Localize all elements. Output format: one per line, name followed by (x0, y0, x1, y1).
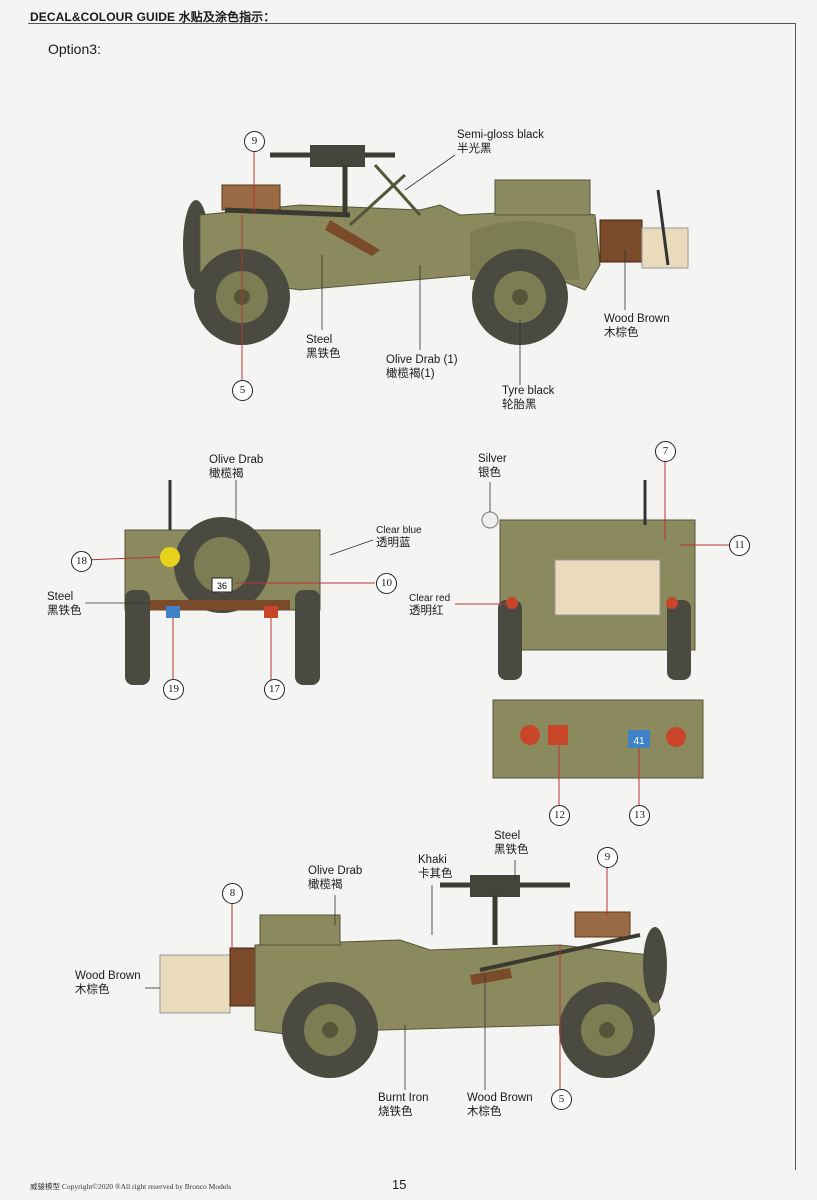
label-olive-drab-bottom: Olive Drab 橄榄褐 (308, 864, 362, 892)
label-wood-brown-bottom-left: Wood Brown 木棕色 (75, 969, 141, 997)
callout-number-5-bottom: 5 (551, 1089, 572, 1110)
callout-number-9: 9 (244, 131, 265, 152)
label-cn: 橄榄褐 (308, 879, 343, 891)
label-en: Burnt Iron (378, 1092, 429, 1104)
callout-number-5: 5 (232, 380, 253, 401)
marking-41-text: 41 (633, 736, 645, 747)
callout-number-13: 13 (629, 805, 650, 826)
label-en: Steel (494, 830, 521, 842)
label-cn: 橄榄褐 (209, 468, 244, 480)
callout-number-19: 19 (163, 679, 184, 700)
plate-36-text: 36 (217, 581, 227, 591)
label-wood-brown: Wood Brown 木棕色 (604, 312, 670, 340)
callout-number-10: 10 (376, 573, 397, 594)
label-wood-brown-bottom: Wood Brown 木棕色 (467, 1091, 533, 1119)
label-en: Clear red (409, 593, 451, 604)
label-cn: 银色 (478, 467, 501, 479)
label-cn: 卡其色 (418, 868, 453, 880)
label-semi-gloss-black: Semi-gloss black 半光黑 (457, 128, 544, 156)
label-olive-drab-rear: Olive Drab 橄榄褐 (209, 453, 263, 481)
label-en: Khaki (418, 854, 447, 866)
label-clear-red: Clear red 透明红 (409, 592, 450, 618)
label-cn: 橄榄褐(1) (386, 368, 435, 380)
label-cn: 轮胎黑 (502, 399, 537, 411)
label-cn: 烧铁色 (378, 1106, 413, 1118)
label-en: Tyre black (502, 385, 555, 397)
label-cn: 黑铁色 (47, 605, 82, 617)
callout-number-12: 12 (549, 805, 570, 826)
label-cn: 半光黑 (457, 143, 492, 155)
jeep-side-view-bottom (145, 860, 667, 1090)
jeep-rear-view: 36 (84, 480, 375, 685)
label-en: Olive Drab (209, 454, 264, 466)
label-clear-blue: Clear blue 透明蓝 (376, 524, 422, 550)
callout-number-11: 11 (729, 535, 750, 556)
label-en: Silver (478, 453, 507, 465)
label-olive-drab-1: Olive Drab (1) 橄榄褐(1) (386, 353, 458, 381)
jeep-side-view-top (183, 145, 689, 385)
option-label: Option3: (48, 41, 101, 57)
label-cn: 黑铁色 (494, 844, 529, 856)
label-en: Wood Brown (75, 970, 141, 982)
footer-copyright: 威骏模型 Copyright©2020 ®All right reserved … (30, 1182, 232, 1191)
label-cn: 木棕色 (75, 984, 110, 996)
label-cn: 透明蓝 (376, 537, 411, 549)
label-en: Wood Brown (467, 1092, 533, 1104)
label-en: Olive Drab (308, 865, 363, 877)
page-number: 15 (392, 1177, 407, 1192)
label-cn: 黑铁色 (306, 348, 341, 360)
label-burnt-iron: Burnt Iron 烧铁色 (378, 1091, 429, 1119)
label-en: Steel (306, 334, 333, 346)
label-tyre-black: Tyre black 轮胎黑 (502, 384, 554, 412)
callout-number-8: 8 (222, 883, 243, 904)
right-border-rule (795, 23, 796, 1170)
label-cn: 透明红 (409, 605, 444, 617)
callout-number-17: 17 (264, 679, 285, 700)
label-silver: Silver 银色 (478, 452, 507, 480)
callout-number-18: 18 (71, 551, 92, 572)
label-en: Wood Brown (604, 313, 670, 325)
page-header-title: DECAL&COLOUR GUIDE 水贴及涂色指示： (30, 10, 276, 24)
label-steel: Steel 黑铁色 (306, 333, 341, 361)
header-rule (28, 23, 795, 24)
label-steel-bottom: Steel 黑铁色 (494, 829, 529, 857)
callout-number-9-bottom: 9 (597, 847, 618, 868)
label-khaki: Khaki 卡其色 (418, 853, 453, 881)
jeep-front-view (455, 461, 730, 680)
label-steel-rear: Steel 黑铁色 (47, 590, 82, 618)
label-en: Steel (47, 591, 74, 603)
label-en: Olive Drab (1) (386, 354, 458, 366)
label-en: Clear blue (376, 525, 422, 536)
label-en: Semi-gloss black (457, 129, 544, 141)
label-cn: 木棕色 (604, 327, 639, 339)
callout-number-7: 7 (655, 441, 676, 462)
jeep-front-detail: 41 (492, 699, 704, 805)
label-cn: 木棕色 (467, 1106, 502, 1118)
